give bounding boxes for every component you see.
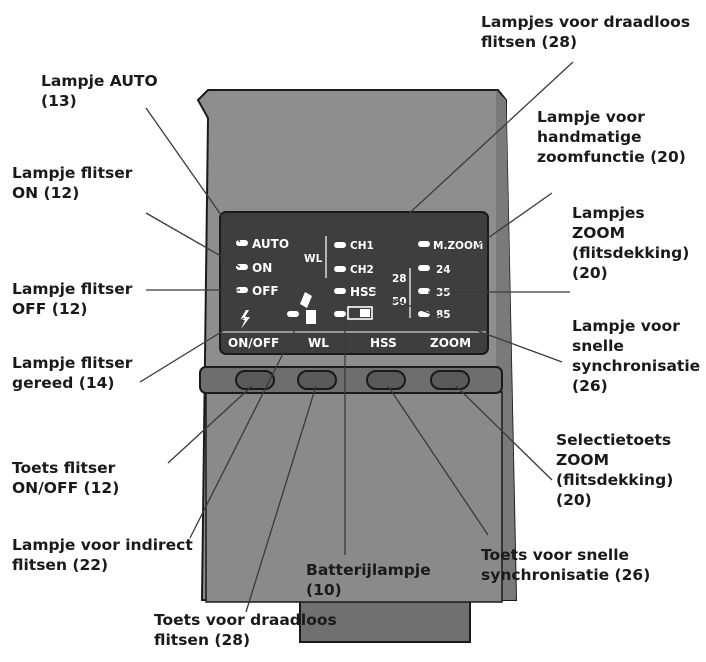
led-on: [236, 264, 248, 270]
label-off: OFF: [252, 284, 279, 298]
led-bounce: [287, 311, 299, 317]
leader-hss-button: [387, 385, 489, 536]
button-label-hss: HSS: [370, 336, 397, 350]
callout-wireless-leds: Lampjes voor draadloos flitsen (28): [481, 13, 691, 51]
button-strip: [199, 366, 503, 394]
callout-mzoom: Lampje voor handmatige zoomfunctie (20): [537, 108, 686, 166]
leader-on: [145, 212, 241, 268]
control-panel: [219, 211, 489, 355]
leader-zoom-button: [455, 385, 553, 481]
callout-bounce: Lampje voor indirect flitsen (22): [12, 536, 193, 574]
leader-wireless-leds: [375, 61, 574, 245]
leader-lines: [139, 61, 574, 613]
onoff-button[interactable]: [235, 370, 275, 390]
callout-hss-button: Toets voor snelle synchronisatie (26): [481, 546, 651, 584]
leader-auto: [145, 107, 241, 243]
callout-battery: Batterijlampje (10): [306, 561, 431, 599]
leader-wireless-button: [245, 385, 317, 613]
leader-hss-led: [371, 291, 563, 363]
button-label-wl: WL: [308, 336, 329, 350]
label-ch2: CH2: [350, 264, 374, 276]
leader-bounce: [189, 315, 303, 539]
label-on: ON: [252, 261, 272, 275]
leader-onoff-button: [167, 385, 253, 464]
label-hss: HSS: [350, 285, 377, 299]
bounce-icon: [300, 292, 316, 324]
label-mzoom: M.ZOOM: [433, 240, 483, 252]
battery-icon-fill: [360, 309, 370, 317]
callout-ready: Lampje flitser gereed (14): [12, 354, 133, 392]
zoom-button[interactable]: [430, 370, 470, 390]
led-hss: [334, 288, 346, 294]
led-battery: [334, 311, 346, 317]
led-ch2: [334, 266, 346, 272]
battery-icon: [347, 306, 373, 320]
button-label-onoff: ON/OFF: [228, 336, 279, 350]
wl-button[interactable]: [297, 370, 337, 390]
led-zoom-24: [418, 265, 430, 271]
callout-onoff-button: Toets flitser ON/OFF (12): [12, 459, 120, 497]
led-off: [236, 287, 248, 293]
flash-lower-body: [205, 391, 503, 603]
callout-auto: Lampje AUTO (13): [41, 72, 158, 110]
label-zoom-35: 35: [436, 287, 451, 299]
led-zoom-85: [418, 311, 430, 317]
callout-zoom-button: Selectietoets ZOOM (flitsdekking) (20): [556, 431, 674, 509]
label-wl: WL: [304, 253, 323, 265]
led-mzoom: [418, 241, 430, 247]
callout-hss-led: Lampje voor snelle synchronisatie (26): [572, 317, 701, 395]
callout-wireless-button: Toets voor draadloos flitsen (28): [154, 611, 337, 649]
led-auto: [236, 240, 248, 246]
label-auto: AUTO: [252, 237, 289, 251]
button-label-zoom: ZOOM: [430, 336, 471, 350]
label-zoom-85: 85: [436, 309, 451, 321]
callout-zoom-leds: Lampjes ZOOM (flitsdekking) (20): [572, 204, 690, 282]
flash-foot: [299, 599, 471, 643]
led-ch1: [334, 242, 346, 248]
leader-mzoom: [477, 192, 553, 246]
hss-button[interactable]: [366, 370, 406, 390]
label-ch1: CH1: [350, 240, 374, 252]
label-bracket-28: 28: [392, 273, 407, 285]
leader-ready: [139, 317, 245, 383]
callout-off: Lampje flitser OFF (12): [12, 280, 133, 318]
led-zoom-35: [418, 288, 430, 294]
callout-on: Lampje flitser ON (12): [12, 164, 133, 202]
flash-ready-icon: [240, 310, 250, 329]
label-zoom-24: 24: [436, 264, 451, 276]
